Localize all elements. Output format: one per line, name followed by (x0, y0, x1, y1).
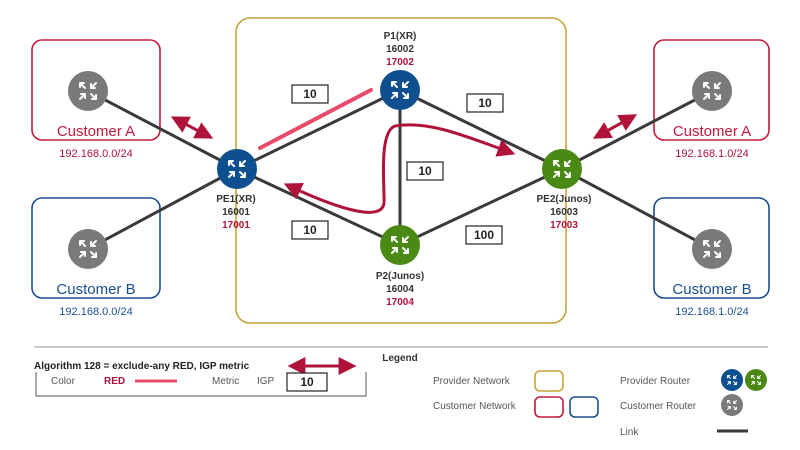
links (87, 88, 713, 251)
legend-algorithm: Algorithm 128 = exclude-any RED, IGP met… (34, 361, 250, 372)
flex-algo-path-arrow (283, 123, 516, 214)
pe2-name: PE2(Junos) (536, 194, 591, 205)
pe1-sid: 16001 (222, 207, 250, 218)
link-p1-pe2 (399, 88, 563, 171)
metric-box-p2-pe2: 100 (465, 225, 503, 245)
metric-box-pe1-p1: 10 (291, 84, 329, 104)
metric-box-pe1-p2: 10 (291, 220, 329, 240)
pe2-flex-sid: 17003 (550, 220, 578, 231)
custA-left-double-arrow (170, 116, 214, 139)
router-pe1-icon[interactable] (217, 149, 257, 189)
p2-sid: 16004 (386, 284, 414, 295)
legend-provider-router-label: Provider Router (620, 376, 691, 387)
customer-router-a-right-icon[interactable] (692, 71, 732, 111)
pe1-name: PE1(XR) (216, 194, 255, 205)
customer-b-right-title: Customer B (672, 281, 751, 298)
link-pe1-p2 (236, 167, 401, 247)
legend-color-value: RED (104, 376, 125, 387)
legend-provider-network-swatch (534, 370, 564, 392)
legend-customer-router-icon (721, 394, 743, 416)
legend-provider-router-xr-icon (721, 369, 743, 391)
metric-box-p1-p2: 10 (406, 161, 444, 181)
legend-metric-sample: 10 (300, 375, 314, 389)
legend-metric-label: Metric (212, 376, 239, 387)
p1-name: P1(XR) (384, 31, 417, 42)
legend-igp-label: IGP (257, 376, 275, 387)
pe2-sid: 16003 (550, 207, 578, 218)
customer-b-right-network: 192.168.1.0/24 (675, 306, 748, 318)
customer-a-left-network: 192.168.0.0/24 (59, 148, 132, 160)
customer-a-right-title: Customer A (673, 123, 751, 140)
router-pe2-icon[interactable] (542, 149, 582, 189)
legend-provider-network-label: Provider Network (433, 376, 511, 387)
customer-router-b-left-icon[interactable] (68, 229, 108, 269)
legend-title: Legend (382, 353, 418, 364)
customer-a-left-box (31, 39, 161, 141)
metric-box-p1-pe2: 10 (466, 93, 504, 113)
metric-p2-pe2: 100 (474, 228, 494, 242)
link-pe2-custB (561, 167, 713, 251)
legend-color-label: Color (51, 376, 76, 387)
custA-right-double-arrow (592, 114, 638, 139)
legend-customer-network-blue-swatch (569, 396, 599, 418)
customer-b-right-box (653, 197, 770, 299)
pe1-flex-sid: 17001 (222, 220, 250, 231)
metric-p1-pe2: 10 (478, 96, 492, 110)
link-pe1-custA (87, 89, 238, 171)
p1-sid: 16002 (386, 44, 414, 55)
p2-name: P2(Junos) (376, 271, 424, 282)
legend-metric-box (286, 372, 328, 392)
legend-customer-network-label: Customer Network (433, 401, 517, 412)
customer-b-left-box (31, 197, 161, 299)
metric-p1-p2: 10 (418, 164, 432, 178)
metric-pe1-p1: 10 (303, 87, 317, 101)
legend-customer-network-red-swatch (534, 396, 564, 418)
p2-flex-sid: 17004 (386, 297, 414, 308)
customer-a-right-network: 192.168.1.0/24 (675, 148, 748, 160)
customer-router-a-left-icon[interactable] (68, 71, 108, 111)
legend-customer-router-label: Customer Router (620, 401, 697, 412)
router-p1-icon[interactable] (380, 70, 420, 110)
legend-algorithm-bracket (35, 372, 367, 397)
legend-provider-router-junos-icon (745, 369, 767, 391)
customer-a-right-box (653, 39, 770, 141)
router-p2-icon[interactable] (380, 225, 420, 265)
metric-pe1-p2: 10 (303, 223, 317, 237)
customer-a-left-title: Customer A (57, 123, 135, 140)
link-p2-pe2 (399, 167, 563, 247)
red-color-link-marker (258, 88, 373, 150)
legend-link-label: Link (620, 427, 639, 438)
customer-b-left-title: Customer B (56, 281, 135, 298)
link-pe1-custB (87, 167, 238, 251)
link-pe1-p1 (236, 88, 401, 171)
customer-b-left-network: 192.168.0.0/24 (59, 306, 132, 318)
customer-router-b-right-icon[interactable] (692, 229, 732, 269)
p1-flex-sid: 17002 (386, 57, 414, 68)
